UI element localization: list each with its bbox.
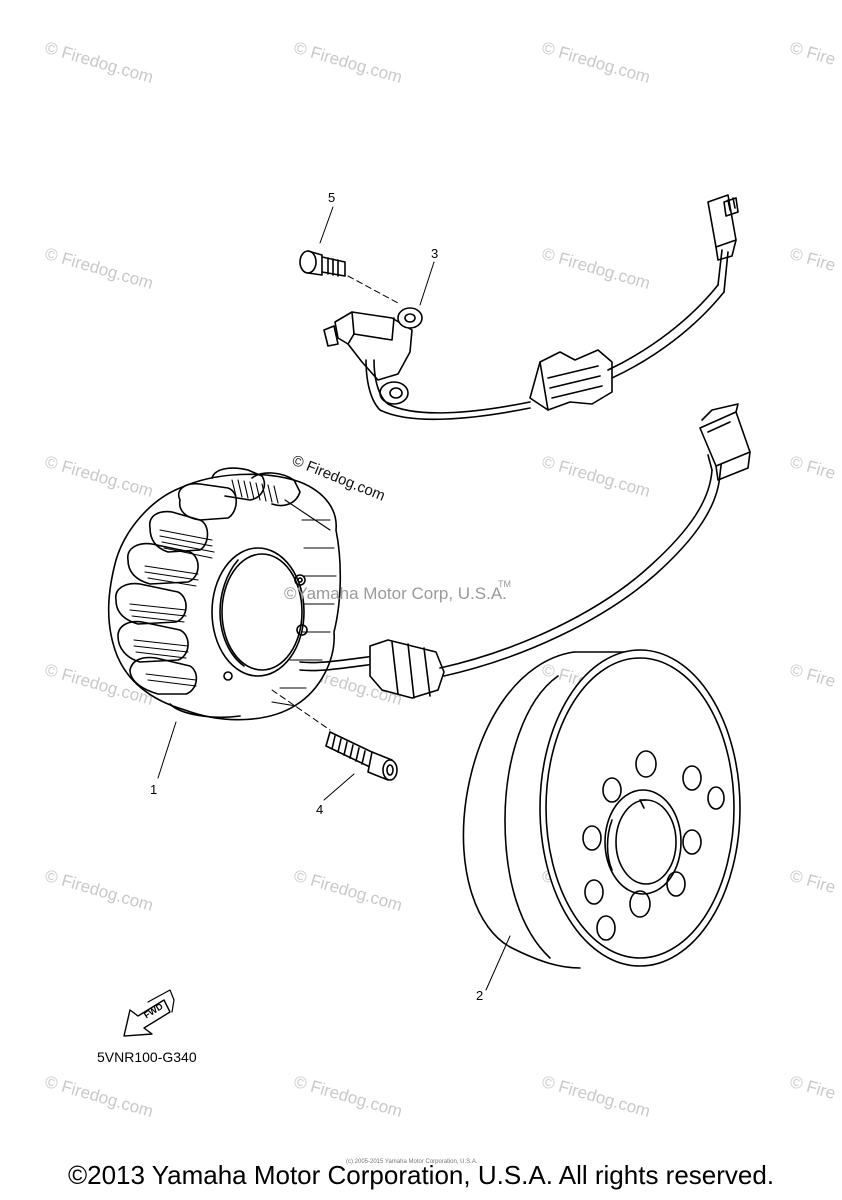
part-code: 5VNR100-G340 [97, 1049, 197, 1065]
callout-number-3: 3 [431, 246, 439, 261]
callout-number-1: 1 [150, 782, 158, 797]
callout-number-2: 2 [476, 988, 484, 1003]
leader-line-2 [485, 935, 511, 991]
callout-number-4: 4 [316, 802, 324, 817]
stator-part-1 [107, 403, 751, 721]
bolt-part-5 [299, 250, 346, 277]
dashed-line-4 [271, 689, 331, 731]
flywheel-rotor-part-2 [462, 649, 741, 969]
center-watermark: ©Yamaha Motor Corp, U.S.A. [284, 584, 507, 603]
callout-number-5: 5 [328, 190, 336, 205]
trademark-mark: TM [498, 579, 511, 589]
leader-line-1 [157, 721, 177, 779]
pickup-coil-part-3 [323, 194, 739, 421]
bolt-part-4 [325, 731, 398, 781]
dashed-line-5 [347, 275, 399, 304]
fine-print: (c) 2005-2015 Yamaha Motor Corporation, … [346, 1159, 478, 1165]
leader-line-3 [419, 261, 435, 306]
copyright-notice: ©2013 Yamaha Motor Corporation, U.S.A. A… [67, 1160, 775, 1190]
leader-line-4 [323, 773, 355, 801]
fwd-arrow-icon [123, 989, 175, 1037]
leader-line-5 [319, 206, 334, 244]
